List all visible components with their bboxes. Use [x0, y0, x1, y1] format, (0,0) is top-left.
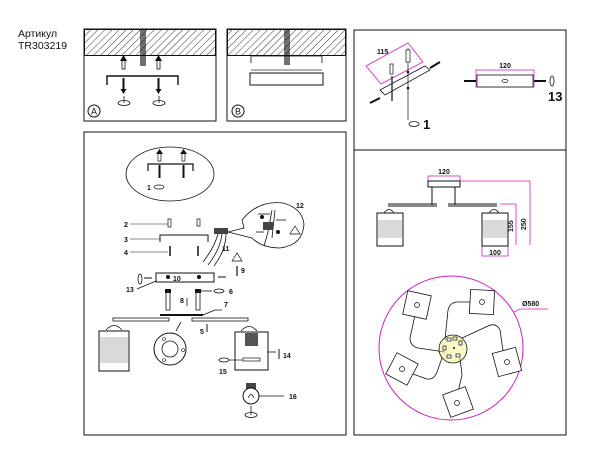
dowel-up-arrow-icon	[120, 55, 162, 70]
canopy-plate	[249, 72, 324, 86]
mounting-bracket	[106, 75, 179, 85]
callout-12: 12	[296, 203, 304, 210]
rotate-icon	[408, 121, 420, 127]
callout-9: 9	[241, 268, 245, 275]
shade-left	[376, 209, 404, 247]
label-b-circle	[231, 104, 245, 118]
dimension-line	[365, 42, 424, 85]
mount-panel-b: B	[226, 28, 347, 122]
shade-squares	[385, 288, 523, 418]
shade-left	[98, 325, 130, 372]
dimensions-panel	[353, 29, 567, 436]
wire-bundle	[284, 29, 290, 65]
callout-15: 15	[219, 369, 227, 376]
bracket-outline	[250, 55, 323, 63]
front-view: 120 250 155 100	[376, 169, 531, 257]
dim-canopy-width: 120	[438, 169, 450, 176]
assembly-diagram: 1 2 3 4 12 11	[98, 146, 305, 418]
article-code: TR303219	[18, 40, 68, 52]
callout-13: 13	[548, 89, 562, 104]
callout-4: 4	[124, 250, 128, 257]
rotate-icon	[218, 357, 230, 363]
shade-right	[481, 209, 509, 247]
callout-13: 13	[126, 287, 134, 294]
bulb: 16	[242, 383, 297, 418]
diameter-circle	[378, 275, 524, 421]
callout-10: 10	[173, 276, 181, 283]
callout-5: 5	[200, 329, 204, 336]
shade-right: 14 15	[218, 326, 291, 376]
mounting-plate	[476, 74, 534, 88]
assembly-panel	[83, 131, 347, 436]
canopy-ring	[153, 321, 187, 366]
mount-panel-a: A	[83, 28, 217, 122]
rotate-icon	[213, 288, 225, 294]
callout-7: 7	[224, 302, 228, 309]
callout-8: 8	[180, 298, 184, 305]
dim-bracket-span: 115	[377, 49, 388, 56]
screw-down-arrow-icon	[120, 78, 162, 94]
dim-plate-width: 120	[499, 63, 511, 70]
article-label: Артикул	[18, 28, 58, 40]
dim-total-height: 250	[521, 218, 528, 230]
callout-2: 2	[124, 222, 128, 229]
callout-16: 16	[289, 394, 297, 401]
bracket-detail: 115 1 120 13	[365, 42, 562, 132]
nut-icon	[549, 75, 555, 87]
dim-shade-width: 100	[489, 250, 501, 257]
label-a: A	[91, 107, 97, 117]
article-block: Артикул TR303219	[18, 28, 67, 52]
callout-3: 3	[124, 237, 128, 244]
callout-6: 6	[229, 289, 233, 296]
dim-diameter: Ø580	[522, 301, 539, 308]
inset-oval	[125, 146, 215, 202]
electric-warning-icon	[231, 252, 243, 262]
mounting-bar	[155, 272, 215, 283]
top-view: Ø580	[378, 275, 548, 421]
label-a-circle	[87, 104, 101, 118]
callout-1: 1	[147, 185, 151, 192]
callout-11: 11	[222, 246, 230, 253]
dim-shade-height: 155	[508, 220, 515, 232]
ceiling-hatch	[84, 29, 216, 56]
rotate-icon	[117, 96, 166, 106]
callout-1: 1	[423, 117, 430, 132]
wire-bundle	[140, 29, 146, 66]
callout-14: 14	[283, 353, 291, 360]
label-b: B	[235, 107, 241, 117]
electric-warning-icon	[289, 225, 301, 235]
nut-icon	[137, 273, 143, 285]
